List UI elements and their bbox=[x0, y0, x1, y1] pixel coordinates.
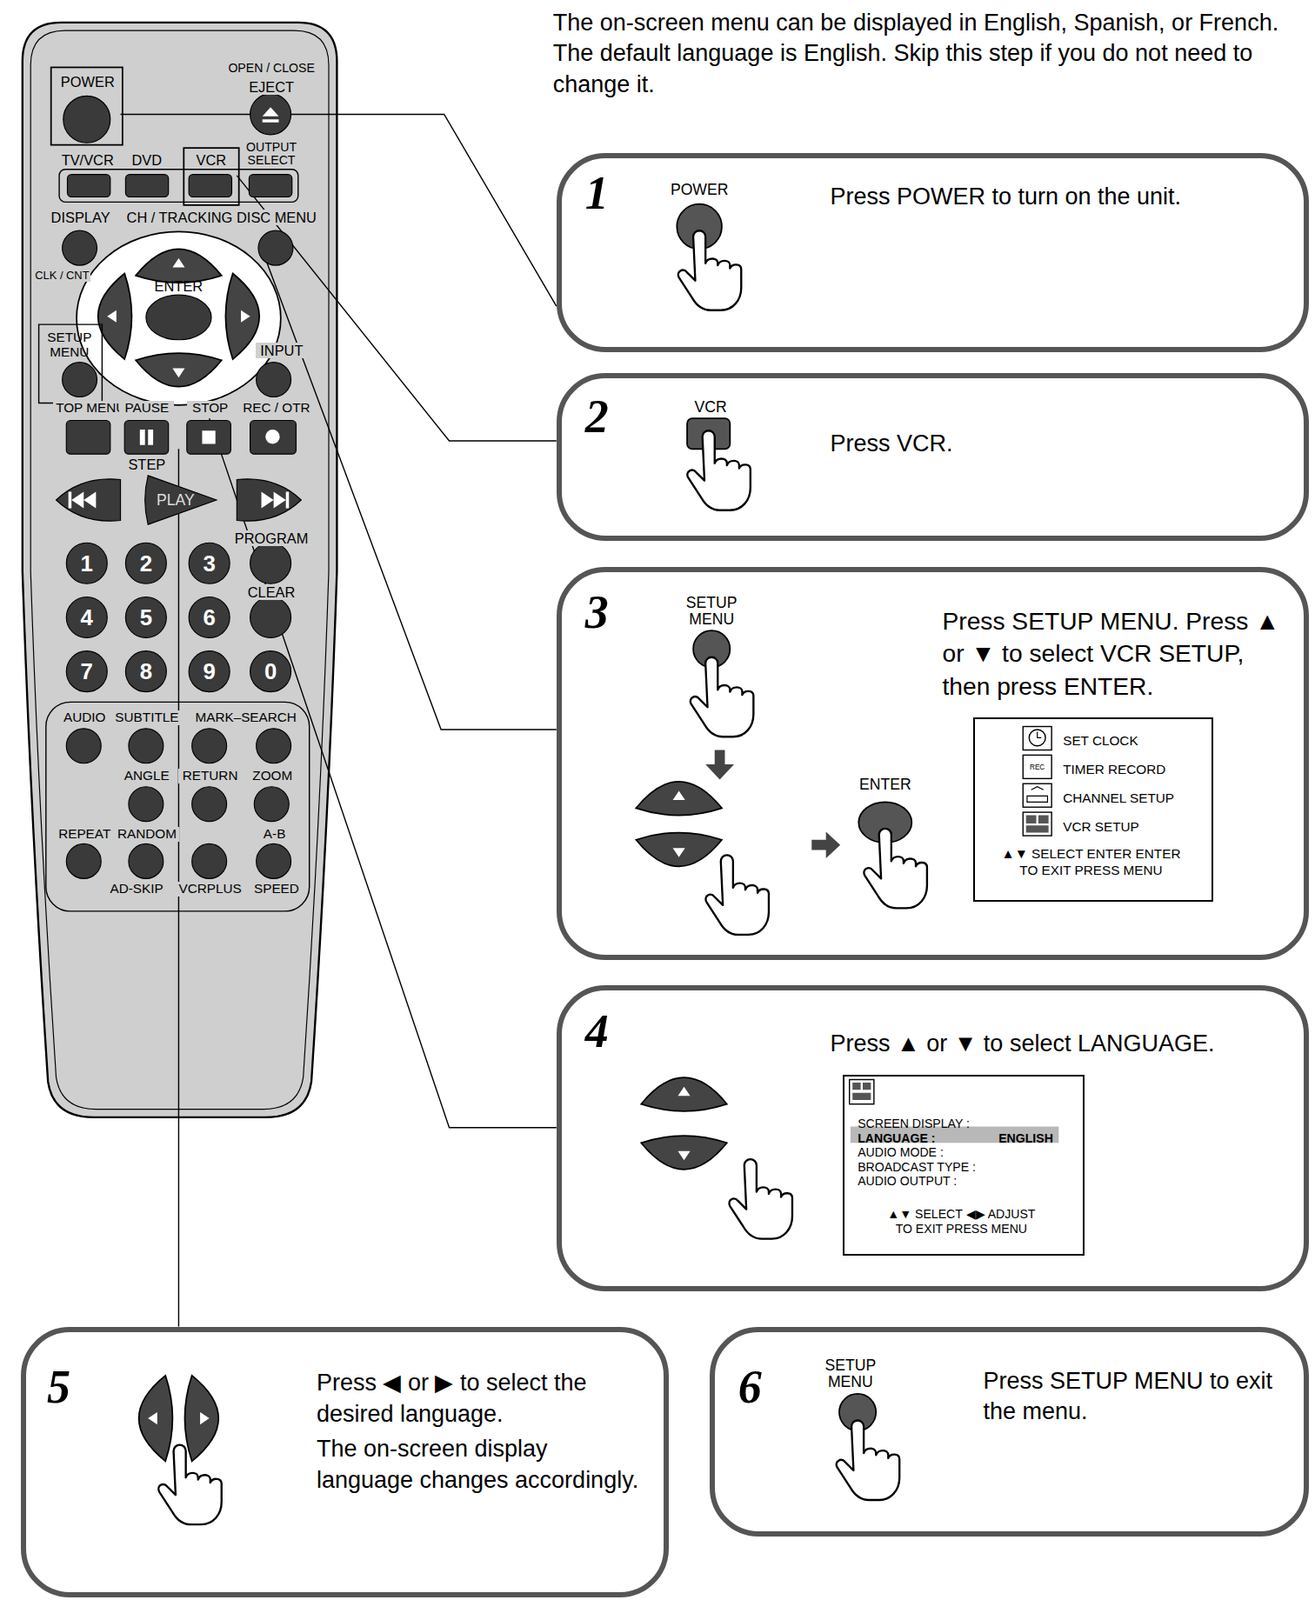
step-number: 6 bbox=[738, 1363, 784, 1411]
menu-item: BROADCAST TYPE : bbox=[857, 1161, 1062, 1175]
button-label: MARK–SEARCH bbox=[193, 710, 298, 726]
button-label: 9 bbox=[193, 659, 225, 684]
step-text: Press ▲ or ▼ to select LANGUAGE. bbox=[829, 1028, 1289, 1061]
button-label: RETURN bbox=[178, 768, 241, 784]
menu-item: TIMER RECORD bbox=[1062, 762, 1206, 778]
step-number: 5 bbox=[46, 1363, 93, 1411]
menu-item: LANGUAGE : bbox=[857, 1132, 1001, 1147]
step-box: 6 SETUP MENU Press SETUP MENU to exit the … bbox=[709, 1327, 1309, 1537]
button-label: REPEAT bbox=[53, 827, 116, 842]
button-label: 4 bbox=[71, 605, 102, 630]
button-label: 7 bbox=[71, 659, 102, 684]
step-box: 2 VCR Press VCR. bbox=[556, 373, 1309, 542]
button-label: ENTER bbox=[151, 278, 207, 294]
button-label: PAUSE bbox=[119, 400, 174, 416]
step-text: POWER bbox=[663, 181, 735, 198]
screen-menu: SET CLOCK TIMER RECORD CHANNEL SETUP VCR SE… bbox=[973, 717, 1214, 902]
button-label: A-B bbox=[253, 827, 296, 842]
button-label: 6 bbox=[193, 605, 225, 630]
step-number: 2 bbox=[585, 393, 631, 441]
button-label: ZOOM bbox=[246, 768, 298, 784]
button-label: STEP bbox=[123, 456, 171, 473]
button-label: REC / OTR bbox=[241, 400, 312, 416]
button-label: SPEED bbox=[250, 881, 304, 897]
button-label: RANDOM bbox=[114, 827, 181, 842]
button-label: SETUP MENU bbox=[40, 330, 99, 361]
step-number: 4 bbox=[585, 1007, 631, 1055]
menu-item: TO EXIT PRESS MENU bbox=[842, 1222, 1082, 1237]
button-label: TOP MENU bbox=[53, 400, 129, 416]
menu-item: TO EXIT PRESS MENU bbox=[973, 863, 1209, 879]
menu-item: ▲▼ SELECT ENTER ENTER bbox=[973, 847, 1209, 862]
step-text: Press SETUP MENU to exit the menu. bbox=[982, 1366, 1289, 1429]
menu-item: AUDIO MODE : bbox=[857, 1146, 1062, 1161]
step-text: VCR bbox=[681, 399, 740, 415]
menu-item: SCREEN DISPLAY : bbox=[857, 1117, 1062, 1132]
step-box: 1 POWER Press POWER to turn on the unit. bbox=[556, 153, 1309, 353]
button-label: 5 bbox=[130, 605, 161, 630]
button-label: PROGRAM bbox=[232, 530, 312, 547]
button-label: CH / TRACKING bbox=[118, 209, 241, 226]
button-label: STOP bbox=[186, 400, 234, 416]
button-label: OPEN / CLOSE bbox=[224, 61, 319, 76]
button-label: ANGLE bbox=[119, 768, 174, 784]
button-label: 0 bbox=[255, 659, 287, 684]
button-label: AD-SKIP bbox=[105, 881, 168, 897]
button-label: DISC MENU bbox=[233, 209, 321, 226]
button-label: 2 bbox=[130, 551, 161, 576]
step-number: 1 bbox=[585, 169, 631, 217]
menu-item: AUDIO OUTPUT : bbox=[857, 1174, 1062, 1189]
button-label: VCR bbox=[188, 152, 234, 168]
button-label: REC bbox=[1023, 763, 1051, 772]
button-label: PLAY bbox=[150, 492, 202, 509]
button-label: POWER bbox=[54, 73, 121, 90]
menu-item: ENGLISH bbox=[998, 1132, 1079, 1147]
button-label: 8 bbox=[130, 659, 161, 684]
step-box: 5 Press ◀ or ▶ to select the desired lang… bbox=[20, 1327, 669, 1598]
menu-item: ▲▼ SELECT ◀▶ ADJUST bbox=[842, 1208, 1082, 1222]
screen-menu: SCREEN DISPLAY :LANGUAGE :ENGLISHAUDIO M… bbox=[842, 1074, 1085, 1256]
button-label: CLK / CNT bbox=[33, 269, 91, 282]
button-label: 1 bbox=[71, 551, 102, 576]
button-label: INPUT bbox=[255, 342, 309, 359]
menu-item: VCR SETUP bbox=[1062, 820, 1206, 835]
step-text: Press SETUP MENU. Press ▲ or ▼ to select… bbox=[941, 605, 1298, 703]
step-text: Press VCR. bbox=[829, 428, 1280, 461]
step-text: Press ◀ or ▶ to select the desired langu… bbox=[316, 1368, 644, 1430]
step-text: ENTER bbox=[849, 776, 922, 793]
button-label: EJECT bbox=[240, 79, 303, 95]
button-label: VCRPLUS bbox=[176, 881, 244, 897]
button-label: DVD bbox=[123, 152, 171, 168]
button-label: TV/VCR bbox=[57, 152, 119, 168]
button-label: AUDIO bbox=[56, 710, 114, 726]
step-text: Press POWER to turn on the unit. bbox=[829, 181, 1280, 214]
step-text: SETUP MENU bbox=[814, 1357, 887, 1390]
step-box: 4 Press ▲ or ▼ to select LANGUAGE. SCREEN … bbox=[556, 985, 1309, 1292]
button-label: CLEAR bbox=[241, 584, 301, 601]
button-label: SUBTITLE bbox=[111, 710, 183, 726]
menu-item: CHANNEL SETUP bbox=[1062, 791, 1206, 807]
step-text: SETUP MENU bbox=[675, 594, 748, 628]
step-text: The on-screen display language changes a… bbox=[316, 1434, 644, 1496]
button-label: OUTPUT SELECT bbox=[241, 140, 301, 168]
button-label: 3 bbox=[193, 551, 225, 576]
step-number: 3 bbox=[585, 588, 631, 636]
intro-note: The on-screen menu can be displayed in E… bbox=[553, 7, 1315, 100]
step-box: 3 SETUP MENU ENTER Press SETUP MENU. Press … bbox=[556, 567, 1309, 961]
button-label: DISPLAY bbox=[44, 209, 118, 226]
menu-item: SET CLOCK bbox=[1062, 734, 1206, 749]
